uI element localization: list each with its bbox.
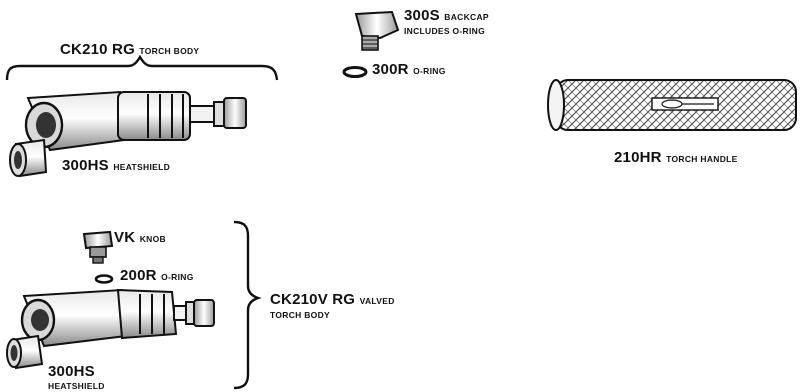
label-valved-torch-body-line2: TORCH BODY — [270, 310, 330, 320]
label-300s-backcap: 300S BACKCAP — [404, 7, 489, 24]
torch-body-ck210 — [24, 90, 247, 152]
label-210hr-torch-handle: 210HR TORCH HANDLE — [614, 149, 738, 166]
label-ck210v-valved: CK210V RG VALVED — [270, 291, 395, 308]
oring-300r — [342, 66, 368, 78]
label-300hs-heatshield-top: 300HS HEATSHIELD — [62, 157, 171, 174]
label-includes-oring: INCLUDES O-RING — [404, 26, 485, 36]
oring-200r — [94, 274, 114, 284]
label-200r-oring: 200R O-RING — [120, 267, 194, 284]
label-vk-knob: VK KNOB — [114, 229, 166, 246]
backcap-300s — [354, 10, 400, 51]
torch-handle-210hr — [547, 79, 797, 131]
heatshield-top — [9, 138, 48, 178]
vk-knob — [82, 230, 114, 264]
label-300r-oring: 300R O-RING — [372, 61, 446, 78]
label-ck210-torch-body: CK210 RG TORCH BODY — [60, 41, 200, 58]
torch-body-bracket — [5, 54, 279, 81]
valved-torch-body — [20, 288, 215, 348]
label-heatshield-bottom: HEATSHIELD — [48, 381, 105, 391]
label-300hs-code-bottom: 300HS — [48, 363, 95, 380]
heatshield-bottom — [6, 334, 44, 370]
valved-body-bracket — [233, 220, 262, 390]
